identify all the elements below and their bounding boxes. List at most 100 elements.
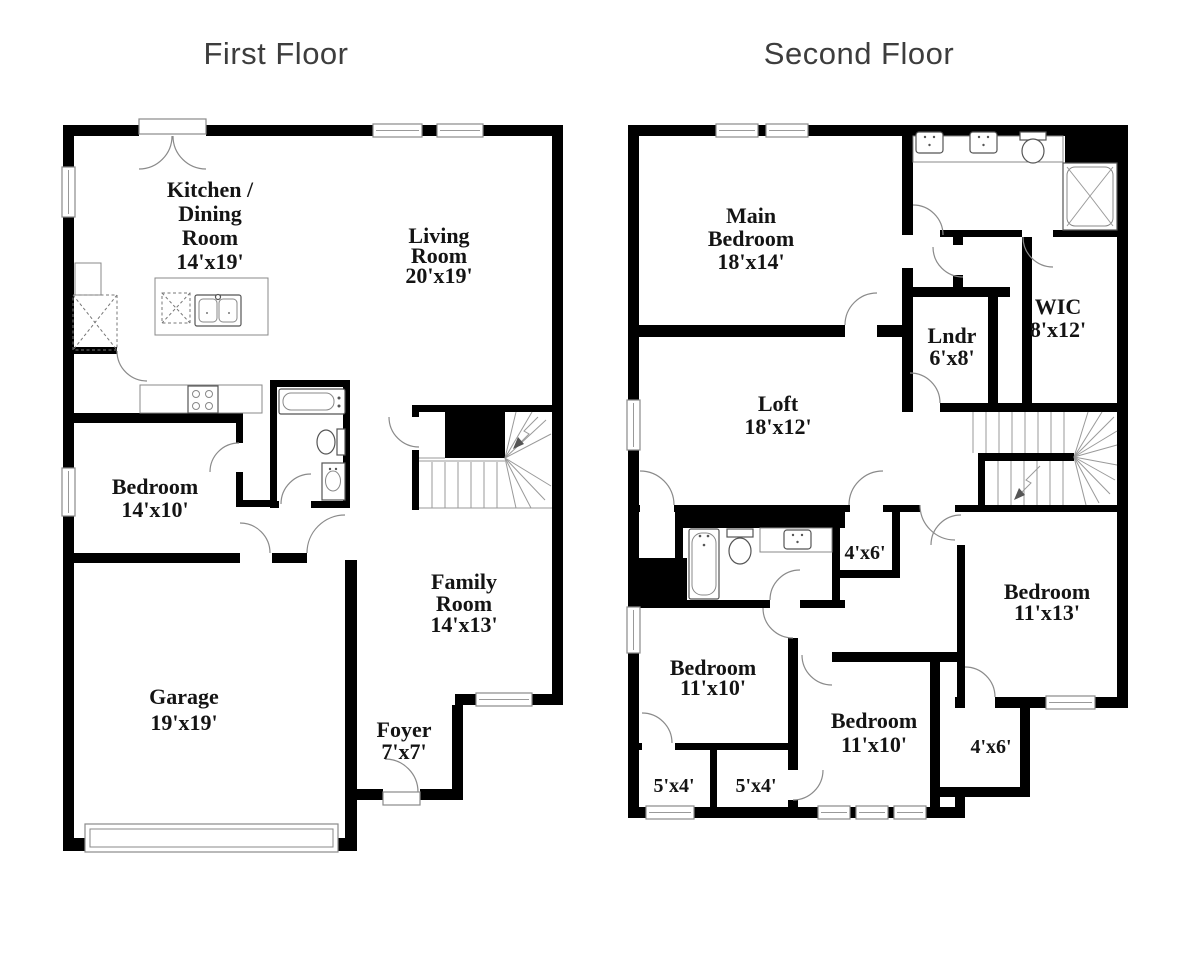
room-label-family-line1: Family [431,569,497,594]
second-floor-windows [626,123,1096,820]
stair-arrow-head [513,437,524,449]
sink-icon [969,131,998,154]
room-label-wic: WIC [1035,294,1081,319]
room-label-bedroom-middle: Bedroom [831,708,917,733]
closet-a-door-arc [641,712,673,744]
toilet-icon [316,428,346,456]
toilet-icon [1019,131,1047,164]
closet-top-door-arc [848,470,884,506]
main-bedroom-door-arc [844,292,878,326]
shower-icon [1062,162,1118,231]
room-dims-bedroom-middle: 11'x10' [841,732,907,757]
stair-direction-arrow [516,416,539,447]
window [817,805,851,820]
kitchen-counter [139,384,263,414]
room-dims-bedroom-left: 11'x10' [680,675,746,700]
bathtub-icon [278,388,346,415]
window [1045,695,1096,710]
first-floor-door-arcs [116,350,420,793]
double-sink-icon [194,293,242,327]
window [715,123,759,138]
toilet-icon [726,528,754,565]
window [765,123,809,138]
bedroom-right-door-arc [930,514,962,546]
room-label-foyer: Foyer [377,717,432,742]
hall-door-arc [919,504,956,541]
room-label-bedroom: Bedroom [112,474,198,499]
laundry-door-arc [909,372,941,404]
stair-closet-door-arc [388,416,420,448]
second-floor-title: Second Floor [763,36,955,71]
stair-landing-block [445,412,505,458]
window [855,805,889,820]
room-label-family-line2: Room [436,591,492,616]
room-dims-kitchen: 14'x19' [176,249,243,274]
room-label-laundry: Lndr [928,323,977,348]
bathtub-icon [688,528,720,600]
window [61,166,76,218]
room-label-kitchen-line3: Room [182,225,238,250]
vanity-sink-icon [759,527,833,553]
foyer-threshold [382,791,421,806]
room-label-living-line2: Room [411,243,467,268]
room-dims-loft: 18'x12' [744,414,811,439]
room-dims-closet-top: 4'x6' [844,542,885,564]
stair-divider [978,453,1074,461]
second-floor-stairs [972,411,1118,506]
window [893,805,927,820]
room-label-living-line1: Living [408,223,469,248]
second-floor-walls [628,125,1128,818]
second-floor-door-arcs [639,204,1054,801]
vestibule-door-arc [932,246,964,278]
bathroom-door-arc [280,473,312,505]
first-floor-stairs [419,411,552,509]
first-floor-labels: Kitchen / Dining Room 14'x19' Living Roo… [112,177,498,764]
stair-arrow-head [1014,488,1025,500]
room-dims-closet-b: 5'x4' [735,775,776,797]
room-label-main-bedroom-line2: Bedroom [708,226,794,251]
first-floor-windows [61,123,533,707]
first-floor-title: First Floor [203,36,349,71]
room-label-main-bedroom-line1: Main [726,203,776,228]
foyer-entry-door-arc [384,758,419,793]
room-dims-family: 14'x13' [430,612,497,637]
room-dims-closet-a: 5'x4' [653,775,694,797]
hall-door-arc [239,522,271,554]
room-dims-laundry: 6'x8' [929,345,974,370]
window [372,123,423,138]
window [626,399,641,451]
pantry-door-arc [116,350,148,382]
room-label-kitchen-line2: Dining [178,201,242,226]
sink-icon [915,131,944,154]
pantry [72,262,118,351]
room-label-garage: Garage [149,684,219,709]
room-label-kitchen-line1: Kitchen / [167,177,254,202]
room-label-bedroom-right: Bedroom [1004,579,1090,604]
second-floor-labels: Main Bedroom 18'x14' WIC 8'x12' Lndr 6'x… [653,203,1090,797]
room-dims-foyer: 7'x7' [381,739,426,764]
stair-direction-arrow [1018,465,1041,496]
garage-overhead-door [84,823,339,853]
room-dims-bedroom: 14'x10' [121,497,188,522]
room-dims-closet-right: 4'x6' [970,736,1011,758]
second-bathroom [688,527,833,600]
second-floor-plan: Main Bedroom 18'x14' WIC 8'x12' Lndr 6'x… [626,123,1128,820]
first-floor-plan: Kitchen / Dining Room 14'x19' Living Roo… [61,118,563,853]
room-label-loft: Loft [758,391,799,416]
garage-door-arc [306,514,346,554]
loft-closet-door-arc [639,470,675,506]
room-dims-living: 20'x19' [405,263,472,288]
room-dims-bedroom-right: 11'x13' [1014,600,1080,625]
room-dims-garage: 19'x19' [150,710,217,735]
stove-icon [187,385,219,414]
window [645,805,695,820]
window [626,606,641,654]
main-bathroom [912,131,1118,231]
bedroom-middle-door-arc [801,654,833,686]
bedroom-door-arc [209,442,240,473]
closet-right-door-arc [964,666,996,698]
wall-chase-block [628,558,687,608]
double-entry-door [138,118,207,170]
kitchen-island [154,277,269,336]
